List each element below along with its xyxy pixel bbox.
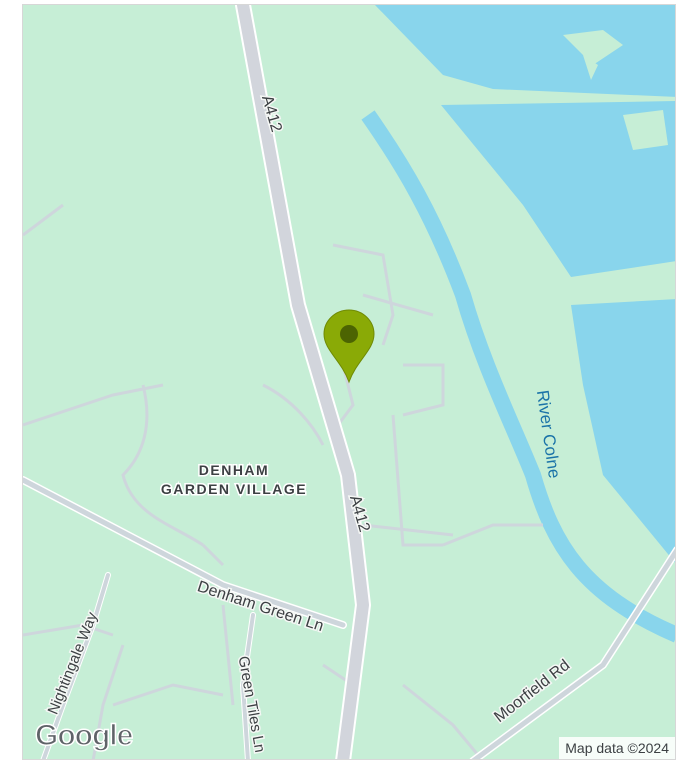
main-roads [23,5,675,759]
place-label-denham-line1: DENHAM [199,462,269,478]
map-attribution[interactable]: Map data ©2024 [559,737,675,759]
minor-streets [23,203,543,759]
lakes [375,5,675,563]
map-canvas[interactable]: A412 A412 Denham Green Ln Nightingale Wa… [23,5,676,760]
lake-islands [563,30,668,150]
place-label-denham-line2: GARDEN VILLAGE [161,481,307,497]
google-logo[interactable]: Google [34,718,134,753]
map-pin-icon[interactable] [323,309,375,384]
map-viewport[interactable]: A412 A412 Denham Green Ln Nightingale Wa… [22,4,676,760]
river-colne [361,110,675,643]
